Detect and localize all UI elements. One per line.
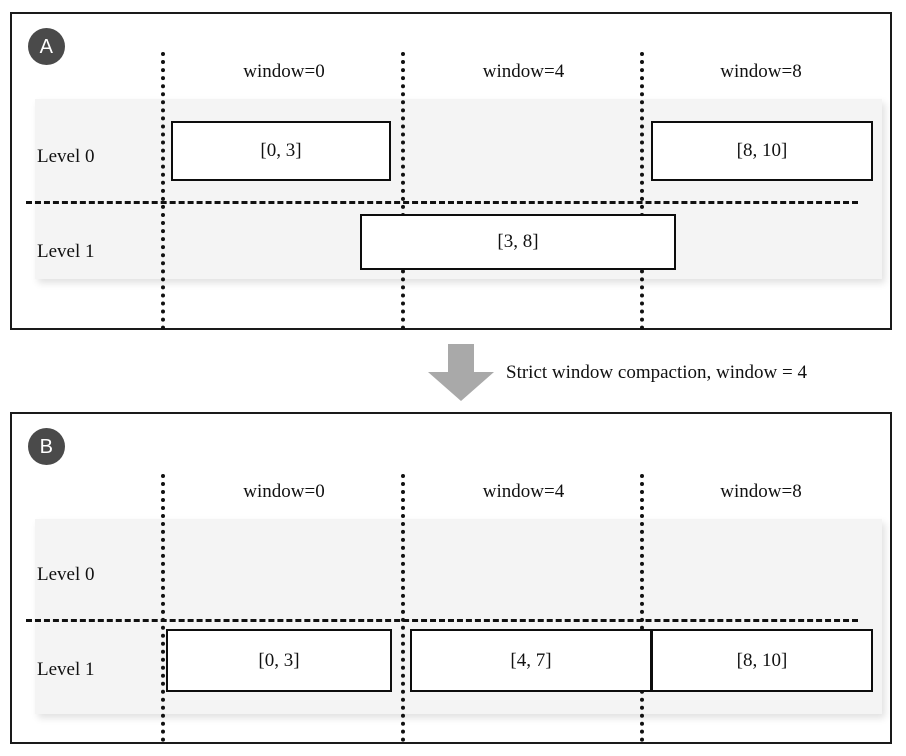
panel-a-badge: A: [28, 28, 65, 65]
interval-box[interactable]: [3, 8]: [360, 214, 676, 270]
transition-caption: Strict window compaction, window = 4: [506, 362, 807, 383]
interval-box[interactable]: [0, 3]: [171, 121, 391, 181]
interval-box[interactable]: [0, 3]: [166, 629, 392, 692]
level-divider: [26, 619, 858, 622]
window-separator-0: [161, 474, 165, 742]
window-header-4: window=4: [482, 481, 565, 502]
window-separator-4: [401, 474, 405, 742]
panel-b-badge: B: [28, 428, 65, 465]
level-label-0: Level 0: [37, 146, 95, 167]
level-divider: [26, 201, 858, 204]
level-label-1: Level 1: [37, 659, 95, 680]
window-separator-4: [401, 52, 405, 330]
interval-box[interactable]: [4, 7]: [410, 629, 652, 692]
window-header-8: window=8: [720, 481, 802, 502]
transition-arrow: [426, 344, 496, 402]
panel-b: B window=0 window=4 window=8 Level 0 Lev…: [10, 412, 892, 744]
interval-box[interactable]: [8, 10]: [651, 629, 873, 692]
window-separator-8: [640, 52, 644, 330]
window-header-0: window=0: [243, 61, 325, 82]
level-label-1: Level 1: [37, 241, 95, 262]
interval-box[interactable]: [8, 10]: [651, 121, 873, 181]
window-separator-0: [161, 52, 165, 330]
panel-a: A window=0 window=4 window=8 Level 0 Lev…: [10, 12, 892, 330]
window-header-8: window=8: [720, 61, 802, 82]
window-separator-8: [640, 474, 644, 742]
level-label-0: Level 0: [37, 564, 95, 585]
window-header-0: window=0: [243, 481, 325, 502]
window-header-4: window=4: [482, 61, 565, 82]
